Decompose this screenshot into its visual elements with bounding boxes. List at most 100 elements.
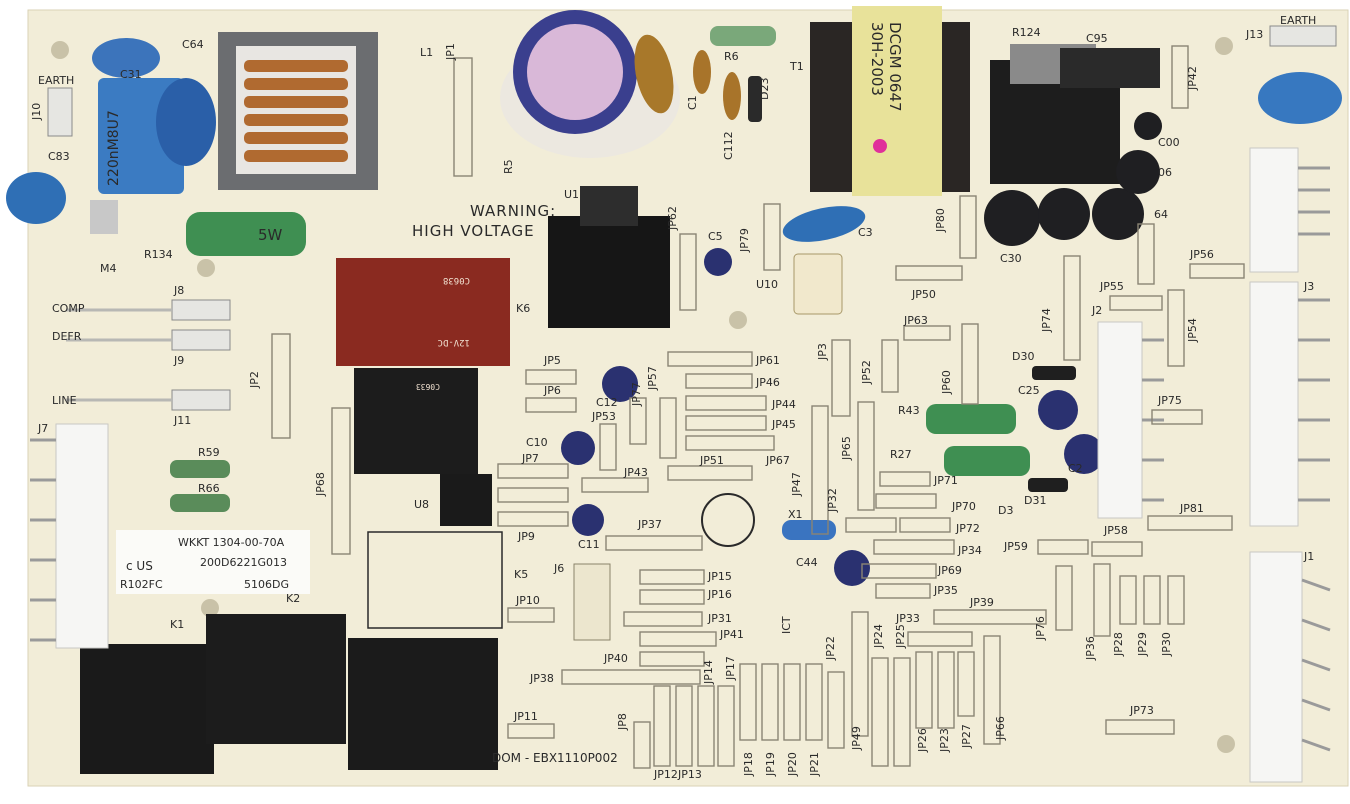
earth-label-left: EARTH [38,74,74,87]
ref-label-jp66: JP66 [994,716,1007,741]
ref-label-jp72: JP72 [955,522,980,535]
ref-label-jp75: JP75 [1157,394,1182,407]
relay-k6-rating: 12V-DC [437,337,470,347]
ref-label-jp47: JP47 [790,472,803,497]
ref-label-d3: D3 [998,504,1013,517]
capacitor-top [527,24,623,120]
ref-label-jp14: JP14 [702,660,715,685]
date-code: 5106DG [244,578,289,591]
ref-label-j9: J9 [173,354,184,367]
ref-label-jp81: JP81 [1179,502,1204,515]
spade-terminals [47,25,1337,411]
ref-label-jp65: JP65 [840,436,853,461]
ref-label-jp21: JP21 [808,752,821,777]
ref-label-c1: C1 [686,95,699,110]
ref-label-c00: C00 [1158,136,1180,149]
ref-label-k5: K5 [514,568,528,581]
ref-label-d30: D30 [1012,350,1034,363]
ref-label-jp27: JP27 [960,724,973,749]
transformer-label-1: 30H-2003 [868,22,886,96]
ref-label-jp59: JP59 [1003,540,1028,553]
ref-label-jp25: JP25 [894,624,907,649]
transformer-label-2: DCGM 0647 [886,22,904,112]
ref-label-jp40: JP40 [603,652,628,665]
capacitor-c1 [693,50,711,94]
ref-label-x1: X1 [788,508,803,521]
ref-label-c31: C31 [120,68,142,81]
ref-label-jp69: JP69 [937,564,962,577]
tantalum-capacitor [634,34,674,114]
optocoupler-u10 [793,253,843,315]
ref-label-jp45: JP45 [771,418,796,431]
ref-label-jp54: JP54 [1186,318,1199,343]
y-capacitor-right [1258,72,1342,124]
ref-label-jp49: JP49 [850,726,863,751]
ref-label-jp74: JP74 [1040,308,1053,333]
resistor-r6 [710,26,776,46]
ref-label-c25: C25 [1018,384,1040,397]
relay-k1 [80,644,214,774]
ref-label-r43: R43 [898,404,920,417]
crystal-x1 [782,520,836,540]
ref-label-c2: C2 [1068,462,1083,475]
relay-k2 [206,614,346,744]
ref-label-j8: J8 [173,284,184,297]
ref-label-j3: J3 [1303,280,1314,293]
ref-label-jp24: JP24 [872,624,885,649]
ref-label-j13: J13 [1245,28,1263,41]
film-capacitor-label: 220nM8U7 [106,110,122,186]
ref-label-j2: J2 [1091,304,1102,317]
ref-label-d23: D23 [758,78,771,100]
ref-label-jp16: JP16 [707,588,732,601]
comp-label: COMP [52,302,85,315]
ref-label-jp55: JP55 [1099,280,1124,293]
ref-label-jp42: JP42 [1186,66,1199,91]
connector-pins [30,166,1331,752]
ref-label-c3: C3 [858,226,873,239]
warning-text-line2: HIGH VOLTAGE [412,222,535,240]
ref-label-r27: R27 [890,448,912,461]
ref-label-jp26: JP26 [916,728,929,753]
ref-label-jp76: JP76 [1034,616,1047,641]
ref-label-jp62: JP62 [666,206,679,231]
pin-header-j6 [573,563,611,641]
ref-label-jp46: JP46 [755,376,780,389]
ref-label-m4: M4 [100,262,117,275]
relay-k5-text: C0633 [416,382,440,391]
ref-label-jp56: JP56 [1189,248,1214,261]
ref-label-c11: C11 [578,538,600,551]
ict-test-mark [701,493,755,547]
ref-label-jp34: JP34 [957,544,982,557]
ref-label-jp77: JP77 [630,382,643,407]
y-capacitor-c3 [782,206,866,242]
ref-label-jp5: JP5 [543,354,561,367]
ref-label-jp50: JP50 [911,288,936,301]
ref-label-jp39: JP39 [969,596,994,609]
ref-label-jp70: JP70 [951,500,976,513]
regulator-u1-heatsink [548,216,670,328]
ref-label-jp63: JP63 [903,314,928,327]
ref-label-jp67: JP67 [765,454,790,467]
ref-label-jp80: JP80 [934,208,947,233]
diode-d23 [748,76,762,122]
ref-label-jp22: JP22 [824,636,837,661]
ref-label-j10: J10 [30,103,43,121]
regulator-u1 [580,186,638,226]
ref-label-jp32: JP32 [826,488,839,513]
resistor-r43 [926,404,1016,434]
ref-label-jp29: JP29 [1136,632,1149,657]
diode-d31 [1028,478,1068,492]
ref-label-jp13: JP13 [677,768,702,781]
relay-k6 [336,258,510,366]
cert-code: R102FC [120,578,163,591]
ul-label-sticker [116,530,310,594]
ref-label-r66: R66 [198,482,220,495]
bottom-board-code: DOM - EBX1110P002 [492,751,618,765]
regulator-body [1060,48,1160,88]
ref-label-u1: U1 [564,188,579,201]
ref-label-c64: C64 [182,38,204,51]
inspection-dot [873,139,887,153]
ref-label-jp6: JP6 [543,384,561,397]
